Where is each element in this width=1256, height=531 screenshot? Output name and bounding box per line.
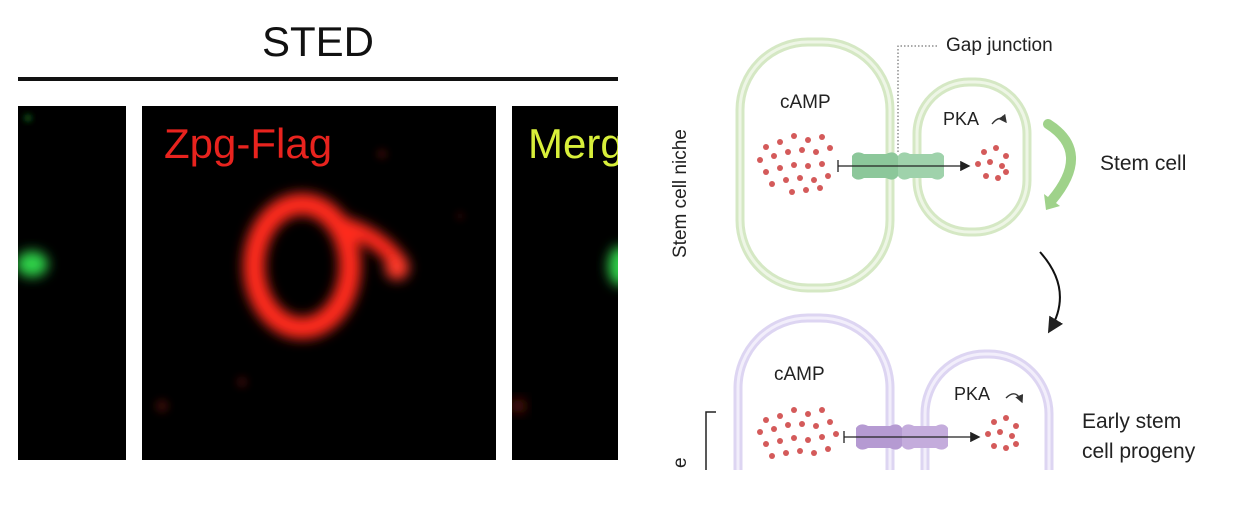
bottom-pka-curl-arrow	[1005, 393, 1024, 404]
bottom-side-bracket	[705, 411, 716, 470]
merge-image	[512, 246, 618, 413]
stem-cell-niche-label: Stem cell niche	[670, 129, 691, 258]
self-renewal-arrowhead	[1044, 194, 1060, 210]
merge-red-noise	[512, 399, 525, 413]
title-underline	[18, 77, 618, 81]
top-pka-curl-arrow	[991, 113, 1007, 125]
self-renewal-arrow	[1043, 119, 1077, 205]
bottom-cell-pair: cAMP PKA Early stem cell progeny e	[670, 313, 1196, 470]
gap-junction-diagram: cAMP PKA Gap junction Stem cell Stem cel…	[670, 35, 1196, 470]
sted-title: STED	[261, 18, 374, 65]
merge-panel: Merg	[512, 106, 618, 460]
top-pka-molecules	[975, 145, 1009, 181]
green-signal-spot	[18, 251, 48, 277]
green-channel-panel	[18, 106, 126, 460]
zpg-ring-signal	[243, 193, 409, 339]
early-progeny-label-line1: Early stem	[1082, 410, 1181, 433]
merge-label: Merg	[528, 120, 618, 167]
bottom-side-label: e	[670, 457, 691, 468]
differentiation-arrow	[1039, 251, 1064, 334]
top-cell-pair: cAMP PKA Gap junction Stem cell Stem cel…	[670, 35, 1186, 293]
zpg-flag-label: Zpg-Flag	[164, 120, 333, 167]
top-camp-molecules	[757, 133, 833, 195]
top-camp-label: cAMP	[780, 92, 831, 113]
gap-junction-label: Gap junction	[946, 35, 1053, 56]
early-progeny-label-line2: cell progeny	[1082, 440, 1196, 463]
stem-cell-label: Stem cell	[1100, 152, 1186, 175]
top-pka-label: PKA	[943, 109, 979, 129]
bottom-camp-label: cAMP	[774, 364, 825, 385]
bottom-pka-molecules	[985, 415, 1019, 451]
zpg-flag-image	[155, 149, 464, 413]
merge-green-signal	[608, 246, 618, 286]
red-noise	[155, 149, 464, 413]
bottom-camp-molecules	[757, 407, 839, 459]
zpg-flag-panel: Zpg-Flag	[142, 106, 496, 460]
green-channel-image	[18, 114, 48, 277]
bottom-pka-label: PKA	[954, 384, 990, 404]
gap-junction-leader-line	[897, 45, 938, 152]
bottom-progeny-cell-inner	[923, 352, 1051, 470]
green-noise-spot	[24, 114, 32, 122]
